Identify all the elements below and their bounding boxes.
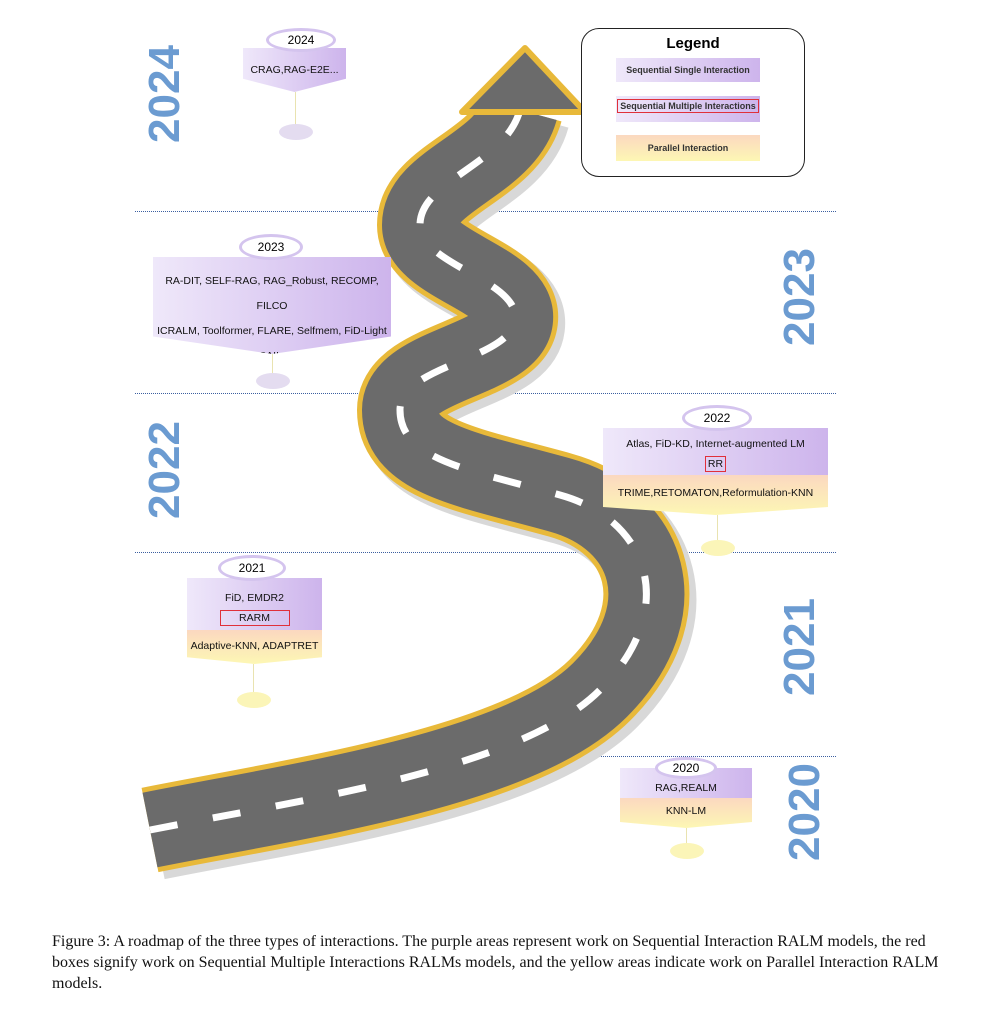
milestone-stem [295, 92, 296, 124]
milestone-stem [686, 828, 687, 844]
milestone-stem [717, 515, 718, 540]
legend-item-sequential-single: Sequential Single Interaction [616, 58, 760, 82]
year-divider [135, 552, 836, 553]
milestone-2021-sequential-single: FiD, EMDR2 RARM [187, 578, 322, 630]
legend-item-parallel: Parallel Interaction [616, 135, 760, 161]
year-badge-2023: 2023 [239, 234, 303, 260]
milestone-2021-sequential-multiple: RARM [219, 610, 290, 626]
legend-item-label: Sequential Multiple Interactions [617, 99, 759, 113]
year-badge-2020: 2020 [655, 757, 717, 779]
road-surface [142, 96, 685, 868]
legend-title: Legend [666, 35, 720, 52]
year-badge-2022: 2022 [682, 405, 752, 431]
legend-item-sequential-multiple: Sequential Multiple Interactions [616, 96, 760, 122]
milestone-marker [237, 692, 271, 708]
year-badge-2021: 2021 [218, 555, 286, 581]
milestone-stem [272, 354, 273, 374]
milestone-2021-text: FiD, EMDR2 [225, 592, 284, 604]
milestone-2020-parallel: KNN-LM [620, 798, 752, 828]
milestone-2021-parallel: Adaptive-KNN, ADAPTRET [187, 630, 322, 664]
road-arrowhead [459, 45, 588, 115]
year-divider [560, 756, 836, 757]
milestone-stem [253, 664, 254, 692]
milestone-2022-sequential-single: Atlas, FiD-KD, Internet-augmented LM RR [603, 428, 828, 475]
milestone-marker [279, 124, 313, 140]
milestone-marker [701, 540, 735, 556]
year-badge-2024: 2024 [266, 28, 336, 52]
road-graphic [141, 45, 697, 880]
milestone-2023-sequential-single: RA-DIT, SELF-RAG, RAG_Robust, RECOMP, FI… [153, 257, 391, 354]
figure-caption: Figure 3: A roadmap of the three types o… [52, 933, 939, 992]
milestone-2023-line: ICRALM, Toolformer, FLARE, Selfmem, FiD-… [157, 325, 387, 354]
milestone-2022-sequential-multiple: RR [704, 456, 727, 472]
milestone-2022-text: Atlas, FiD-KD, Internet-augmented LM [626, 438, 805, 450]
milestone-2022-parallel: TRIME,RETOMATON,Reformulation-KNN [603, 475, 828, 515]
milestone-marker [256, 373, 290, 389]
milestone-marker [670, 843, 704, 859]
milestone-2023-line: RA-DIT, SELF-RAG, RAG_Robust, RECOMP, FI… [165, 275, 379, 312]
